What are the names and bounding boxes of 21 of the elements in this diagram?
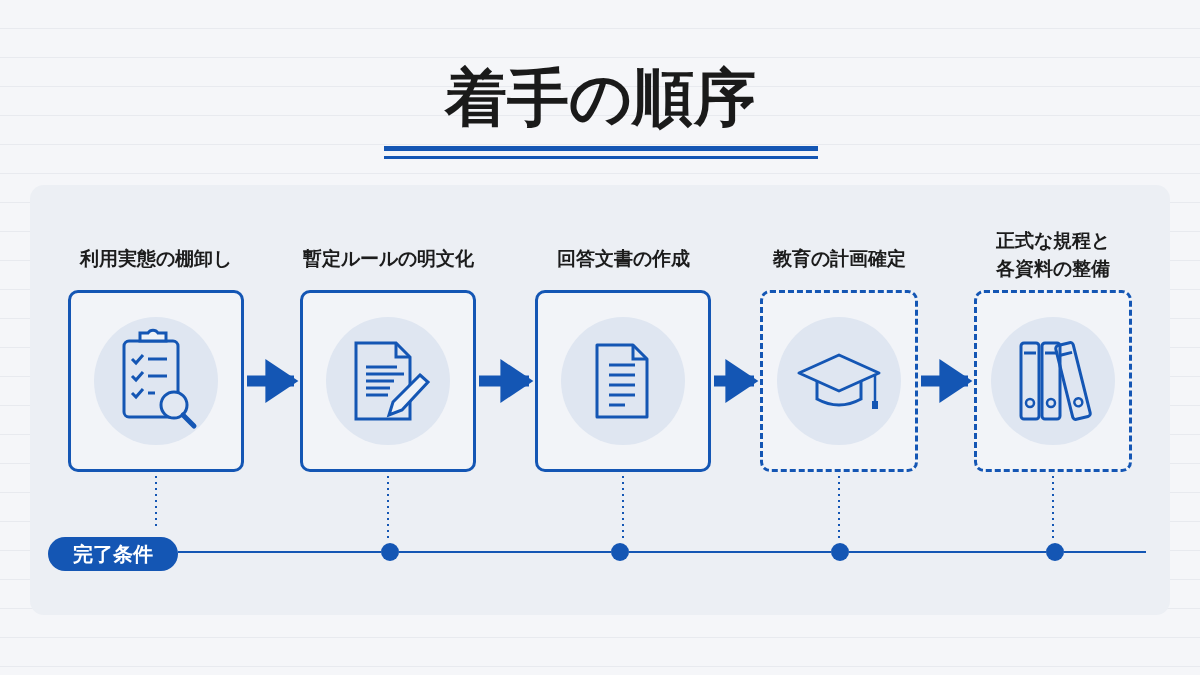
leader-line [622,475,624,540]
timeline-line [177,551,382,553]
leader-line [387,475,389,540]
step-heading: 利用実態の棚卸し [78,246,233,271]
leader-line [838,475,840,540]
timeline-line [848,551,1047,553]
block-arrow [714,359,759,403]
block-arrow [247,359,299,403]
timeline-line [398,551,612,553]
step-heading: 暫定ルールの明文化 [301,246,475,271]
step-heading: 教育の計画確定 [771,246,907,271]
milestone-pill: 完了条件 [48,537,178,571]
leader-line [155,475,157,528]
leader-line [1052,475,1054,540]
step-heading: 回答文書の作成 [555,246,691,271]
block-arrow [921,359,973,403]
block-arrow [479,359,534,403]
step-heading: 正式な規程と各資料の整備 [995,228,1111,281]
timeline-line [1063,551,1147,553]
title: 着手の順序 [443,60,757,136]
timeline-line [628,551,832,553]
